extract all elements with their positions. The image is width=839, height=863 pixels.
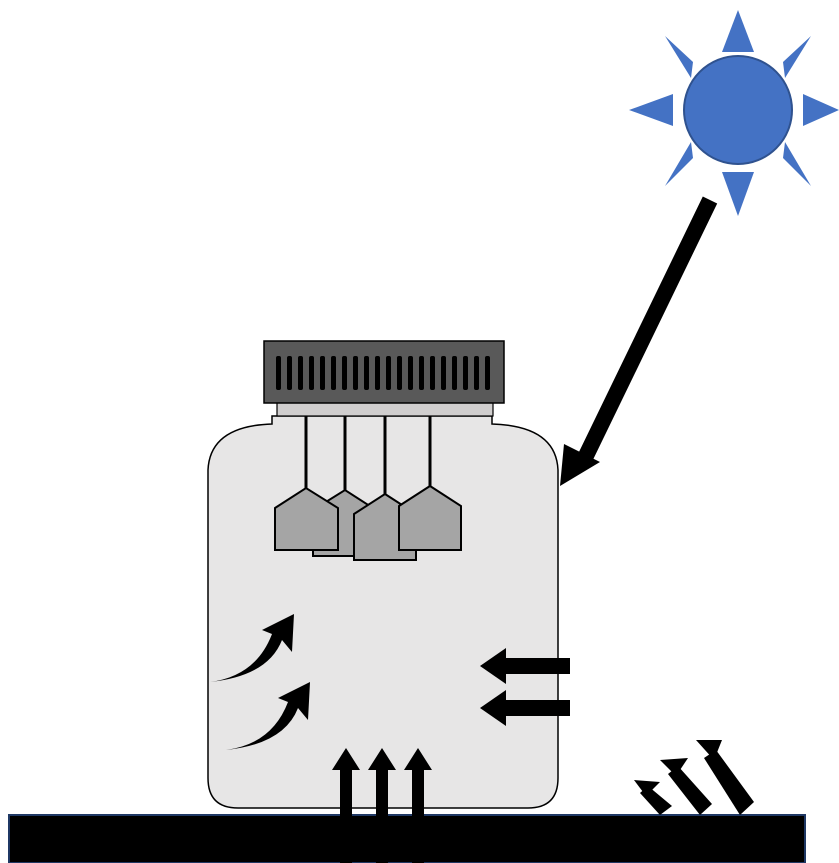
sun-disc — [683, 55, 793, 165]
lid-slot — [364, 356, 369, 390]
conduction-arrows — [332, 748, 432, 863]
convection-arrows — [210, 614, 310, 750]
up-arrow-icon — [404, 748, 432, 863]
jar-body — [207, 415, 559, 809]
lid-slot — [474, 356, 479, 390]
diagonal-arrow-icon — [696, 740, 754, 815]
lid-slot — [331, 356, 336, 390]
lid-slot — [342, 356, 347, 390]
lid-slot — [408, 356, 413, 390]
sun-rays — [629, 10, 839, 216]
diagonal-arrow-icon — [634, 780, 672, 815]
lid-slot — [309, 356, 314, 390]
up-arrow-icon — [368, 748, 396, 863]
lid-slot — [463, 356, 468, 390]
curved-arrow-icon — [210, 614, 294, 682]
lid-slot — [298, 356, 303, 390]
lid-grip — [276, 356, 490, 390]
up-arrow-icon — [332, 748, 360, 863]
lid-slot — [320, 356, 325, 390]
sun-icon — [629, 10, 839, 216]
jar — [207, 415, 559, 809]
tag — [398, 484, 462, 551]
left-arrow-icon — [480, 690, 570, 726]
ground-surface — [8, 814, 806, 863]
lid-slot — [452, 356, 457, 390]
lid-slot — [430, 356, 435, 390]
lid-slot — [397, 356, 402, 390]
lid-slot — [485, 356, 490, 390]
inward-arrows — [480, 648, 570, 726]
reflection-arrows — [634, 740, 754, 815]
lid-slot — [386, 356, 391, 390]
lid-slot — [375, 356, 380, 390]
lid-slot — [441, 356, 446, 390]
tag-strings — [304, 416, 432, 496]
left-arrow-icon — [480, 648, 570, 684]
hanging-tags — [274, 484, 462, 561]
diagonal-arrow-icon — [660, 758, 712, 815]
lid — [263, 340, 505, 404]
tag — [274, 486, 339, 551]
curved-arrow-icon — [226, 682, 310, 750]
incoming-radiation-arrow-icon — [560, 196, 718, 486]
lid-slot — [287, 356, 292, 390]
lid-slot — [276, 356, 281, 390]
lid-slot — [353, 356, 358, 390]
lid-slot — [419, 356, 424, 390]
